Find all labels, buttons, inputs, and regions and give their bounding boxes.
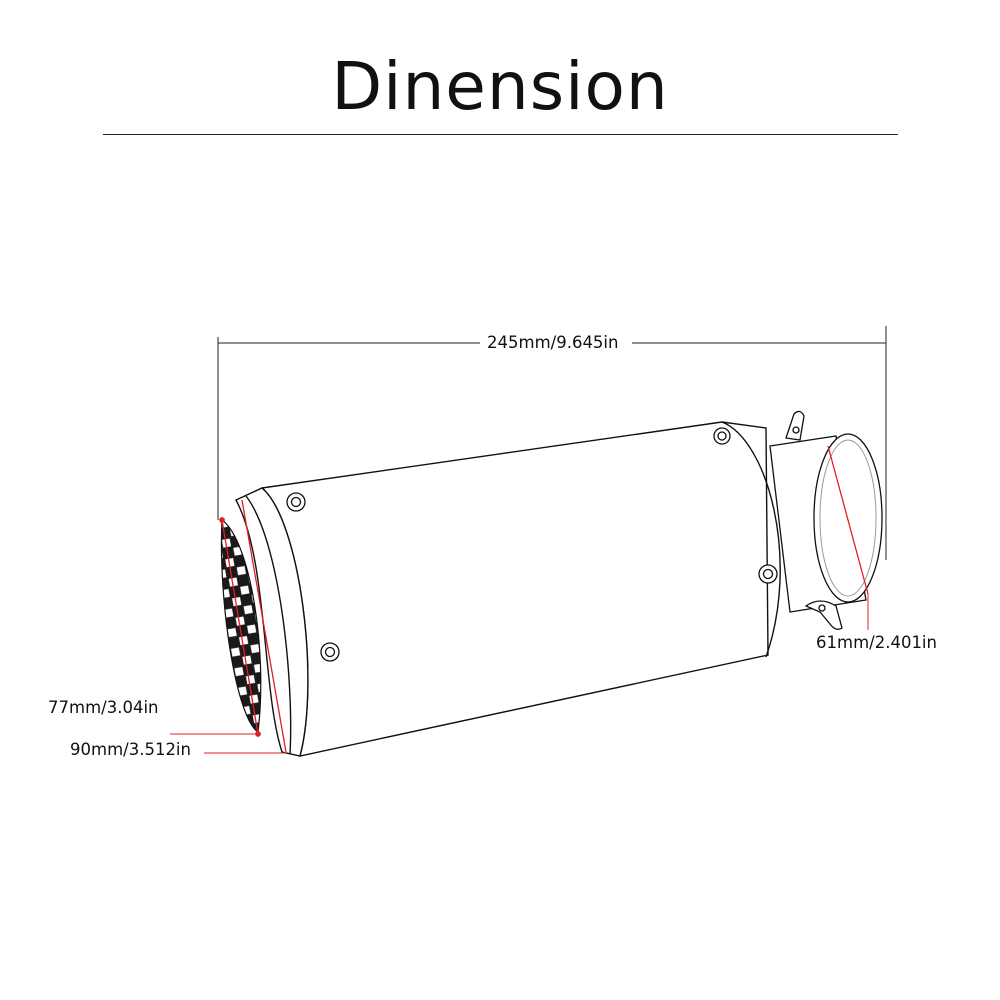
mounting-bracket	[785, 410, 843, 630]
leader-lines	[170, 594, 869, 754]
tip-sleeve	[235, 487, 309, 757]
bolt-icon	[286, 427, 778, 662]
muffler-body	[261, 421, 781, 757]
page-title: Dinension	[331, 48, 669, 125]
outer-diameter-label: 90mm/3.512in	[70, 740, 191, 759]
overall-length-dimension	[217, 326, 887, 560]
title-divider	[103, 134, 898, 135]
outlet-diameter-label: 61mm/2.401in	[816, 633, 937, 652]
overall-length-label: 245mm/9.645in	[484, 333, 622, 352]
inner-diameter-label: 77mm/3.04in	[48, 698, 159, 717]
